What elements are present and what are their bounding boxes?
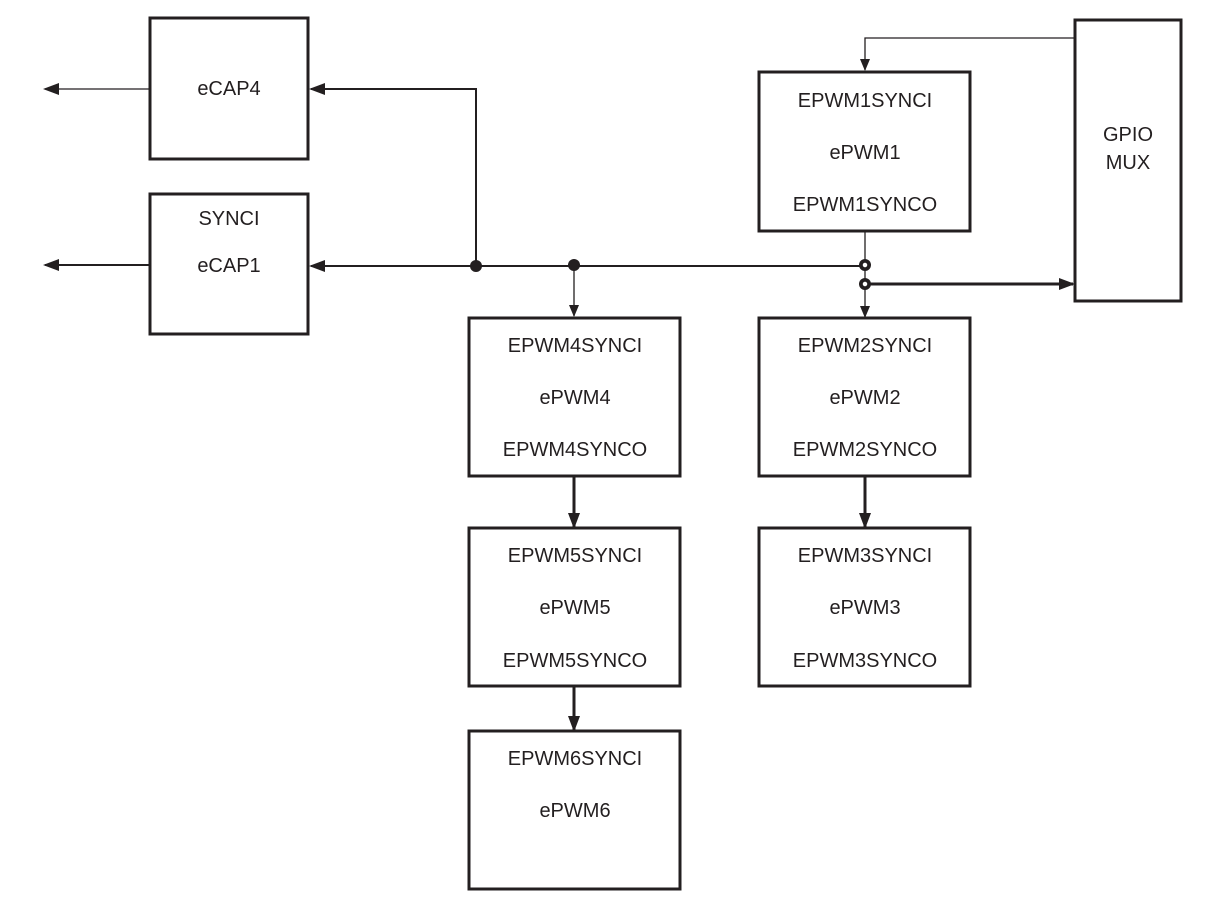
block-epwm6: EPWM6SYNCI ePWM6 xyxy=(467,729,682,891)
epwm6-name: ePWM6 xyxy=(539,800,610,822)
epwm3-output-label: EPWM3SYNCO xyxy=(793,650,937,672)
ecap4-name: eCAP4 xyxy=(197,78,260,100)
junction-gpio-branch-ring xyxy=(861,280,869,288)
gpio-mux-line2: MUX xyxy=(1106,152,1150,174)
epwm6-input-label: EPWM6SYNCI xyxy=(508,748,642,770)
epwm3-input-label: EPWM3SYNCI xyxy=(798,545,932,567)
junction-epwm4-branch xyxy=(568,259,580,271)
epwm3-name: ePWM3 xyxy=(829,597,900,619)
block-epwm4: EPWM4SYNCI ePWM4 EPWM4SYNCO xyxy=(467,316,682,478)
epwm1-input-label: EPWM1SYNCI xyxy=(798,90,932,112)
wire-bus-to-ecap4 xyxy=(309,83,477,266)
junction-epwm1-out-ring xyxy=(861,261,869,269)
junction-ecap4-branch xyxy=(470,260,482,272)
wires xyxy=(43,37,1075,732)
wire-gpio-to-epwm1 xyxy=(860,37,1075,71)
epwm2-input-label: EPWM2SYNCI xyxy=(798,335,932,357)
block-epwm1: EPWM1SYNCI ePWM1 EPWM1SYNCO xyxy=(757,70,972,233)
epwm1-name: ePWM1 xyxy=(829,142,900,164)
epwm5-input-label: EPWM5SYNCI xyxy=(508,545,642,567)
epwm4-input-label: EPWM4SYNCI xyxy=(508,335,642,357)
ecap1-name: eCAP1 xyxy=(197,255,260,277)
ecap1-input-label: SYNCI xyxy=(198,208,259,230)
epwm5-output-label: EPWM5SYNCO xyxy=(503,650,647,672)
block-ecap1: SYNCI eCAP1 xyxy=(148,192,310,336)
block-ecap4: eCAP4 xyxy=(148,16,310,161)
epwm4-output-label: EPWM4SYNCO xyxy=(503,439,647,461)
junctions xyxy=(470,259,871,290)
epwm5-name: ePWM5 xyxy=(539,597,610,619)
block-epwm3: EPWM3SYNCI ePWM3 EPWM3SYNCO xyxy=(757,526,972,688)
block-gpio-mux: GPIO MUX xyxy=(1073,18,1183,303)
epwm1-output-label: EPWM1SYNCO xyxy=(793,194,937,216)
block-epwm5: EPWM5SYNCI ePWM5 EPWM5SYNCO xyxy=(467,526,682,688)
block-epwm2: EPWM2SYNCI ePWM2 EPWM2SYNCO xyxy=(757,316,972,478)
epwm4-name: ePWM4 xyxy=(539,387,610,409)
epwm2-output-label: EPWM2SYNCO xyxy=(793,439,937,461)
gpio-mux-line1: GPIO xyxy=(1103,124,1153,146)
epwm2-name: ePWM2 xyxy=(829,387,900,409)
